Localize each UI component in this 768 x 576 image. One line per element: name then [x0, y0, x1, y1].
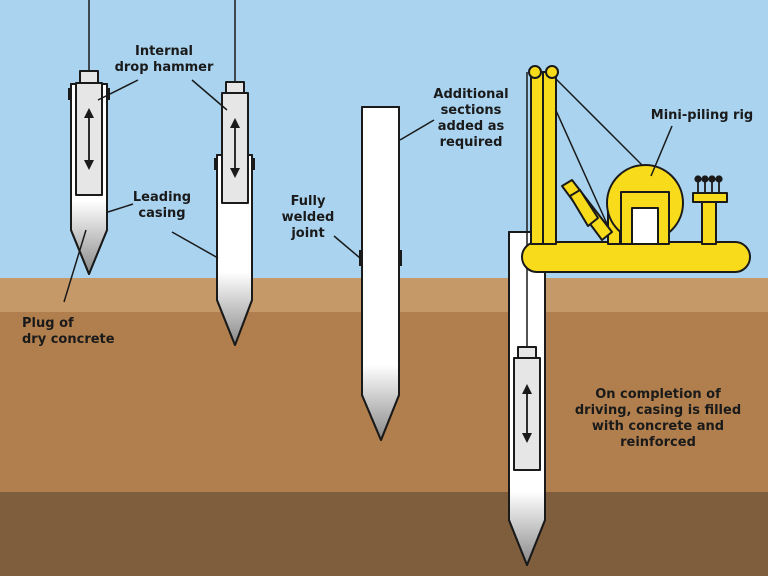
- pile-1-concrete-plug: [72, 201, 106, 272]
- pile-1-arrow-icon: [84, 108, 94, 170]
- leader-hammer-pile-1: [97, 79, 139, 101]
- ground-deep-layer: [0, 492, 768, 576]
- leader-leading-casing-pile-2: [171, 231, 219, 259]
- label-leading-casing: Leading casing: [132, 190, 192, 221]
- leader-lines: [63, 79, 673, 303]
- label-on-completion: On completion of driving, casing is fill…: [574, 387, 742, 450]
- label-additional-sections: Additional sections added as required: [433, 87, 509, 150]
- pile-4-casing: [508, 72, 546, 566]
- mini-piling-rig: [521, 65, 751, 273]
- pile-2-concrete-plug: [218, 272, 251, 343]
- leader-leading-casing-pile-1: [107, 203, 134, 213]
- pile-4-arrow-icon: [522, 384, 532, 443]
- label-fully-welded-joint: Fully welded joint: [281, 194, 335, 241]
- pile-3-casing: [359, 106, 402, 441]
- pile-1-casing: [68, 0, 110, 275]
- label-plug-of-dry-concrete: Plug of dry concrete: [22, 316, 115, 347]
- pile-1-hammer-cap: [79, 70, 99, 84]
- pile-3-concrete-plug: [363, 365, 398, 438]
- pile-2-casing: [214, 0, 255, 346]
- leader-additional-sections: [399, 119, 435, 141]
- pile-4-concrete-plug: [510, 492, 544, 563]
- label-internal-drop-hammer: Internal drop hammer: [114, 44, 214, 75]
- rig-track: [521, 241, 751, 273]
- pile-2-hammer-cap: [225, 81, 245, 94]
- rig-control-levers-icon: [694, 175, 723, 192]
- leader-mini-piling-rig: [650, 125, 673, 177]
- pile-4-hammer-cap: [517, 346, 537, 359]
- leader-concrete-plug: [63, 229, 87, 303]
- leader-hammer-pile-2: [191, 79, 228, 111]
- leader-welded-joint: [333, 235, 361, 259]
- label-mini-piling-rig: Mini-piling rig: [650, 108, 754, 123]
- pile-2-arrow-icon: [230, 118, 240, 178]
